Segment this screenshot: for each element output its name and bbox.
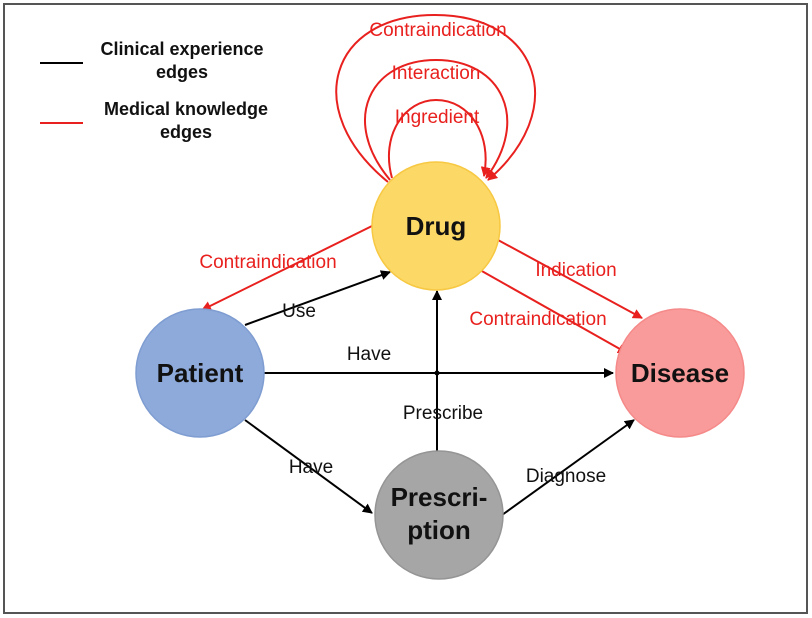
legend-medical-line1: Medical knowledge	[104, 99, 268, 119]
legend-clinical-line1: Clinical experience	[100, 39, 263, 59]
edge-drug-patient-contraindication	[201, 225, 373, 311]
label-drug-disease-indication: Indication	[535, 260, 616, 281]
edge-prescription-disease-diagnose	[501, 419, 635, 516]
edge-drug-self-contraindication	[335, 13, 537, 183]
edge-drug-self-interaction	[364, 58, 509, 181]
legend-clinical-line2: edges	[156, 62, 208, 82]
node-drug-label: Drug	[406, 211, 467, 241]
node-patient-circle	[135, 308, 265, 438]
legend-medical-line2: edges	[160, 122, 212, 142]
node-prescription: Prescri- ption	[374, 450, 504, 580]
edge-patient-drug-use	[244, 270, 391, 326]
label-patient-prescription-have: Have	[289, 457, 333, 478]
edge-drug-disease-indication	[497, 239, 643, 319]
node-patient: Patient	[135, 308, 265, 438]
node-prescription-circle	[374, 450, 504, 580]
node-prescription-label-line1: Prescri-	[391, 482, 488, 512]
edge-crossing-dot	[434, 370, 440, 376]
label-patient-drug-use: Use	[282, 301, 316, 322]
label-prescription-drug-prescribe: Prescribe	[403, 403, 483, 424]
edge-drug-disease-contraindication	[479, 269, 628, 354]
node-disease-circle	[615, 308, 745, 438]
node-drug-circle	[371, 161, 501, 291]
node-patient-label: Patient	[157, 358, 244, 388]
label-drug-patient-contraindication: Contraindication	[199, 252, 336, 273]
label-drug-self-contraindication: Contraindication	[369, 20, 506, 41]
label-drug-self-interaction: Interaction	[392, 63, 481, 84]
node-drug: Drug	[371, 161, 501, 291]
label-drug-self-ingredient: Ingredient	[395, 107, 480, 128]
node-disease: Disease	[615, 308, 745, 438]
edge-patient-prescription-have	[244, 419, 373, 514]
label-drug-disease-contraindication: Contraindication	[469, 309, 606, 330]
edge-drug-self-ingredient	[387, 98, 491, 179]
node-disease-label: Disease	[631, 358, 729, 388]
label-prescription-disease-diagnose: Diagnose	[526, 466, 606, 487]
node-prescription-label-line2: ption	[407, 515, 471, 545]
legend: Clinical experience edges Medical knowle…	[40, 39, 268, 142]
label-patient-disease-have: Have	[347, 344, 391, 365]
